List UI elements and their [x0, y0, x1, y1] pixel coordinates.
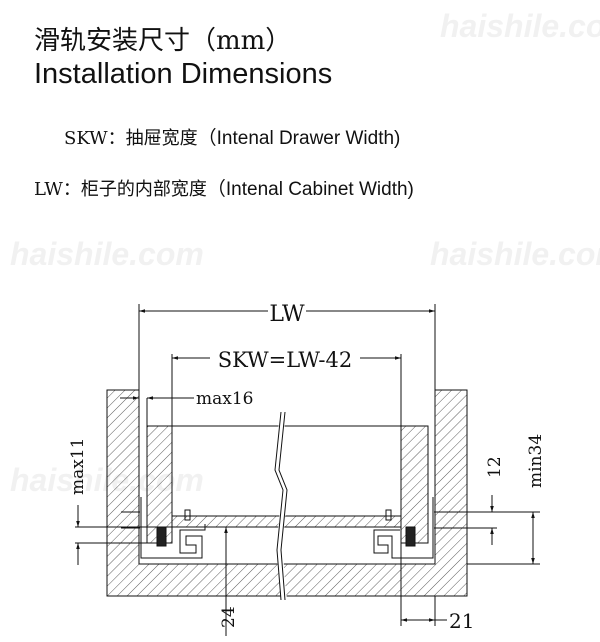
watermark: haishile.com — [430, 236, 600, 272]
definition-cn: 抽屉宽度 — [125, 128, 198, 149]
break-line — [273, 411, 289, 601]
watermark: haishile.com — [10, 236, 204, 272]
definition-lw: LW：柜子的内部宽度（Intenal Cabinet Width) — [34, 174, 414, 201]
drawer-bottom — [171, 515, 402, 528]
clip-left — [156, 526, 167, 547]
definition-code: LW： — [34, 179, 81, 200]
definition-cn: 柜子的内部宽度 — [80, 179, 207, 200]
clip-right — [405, 526, 416, 547]
definition-en: （Intenal Cabinet Width) — [206, 179, 414, 200]
drawer-left-side — [146, 425, 173, 544]
dim-min34: min34 — [526, 434, 546, 488]
definition-en: （Intenal Drawer Width) — [197, 128, 401, 149]
title-chinese: 滑轨安装尺寸（mm） — [34, 26, 292, 56]
dim-24: 24 — [219, 606, 239, 628]
rail-right — [373, 529, 434, 559]
dim-max11: max11 — [68, 438, 88, 495]
dim-max16: max16 — [196, 389, 253, 409]
dim-skw: SKW=LW-42 — [218, 348, 353, 372]
rail-left — [140, 524, 206, 559]
watermark: haishile.com — [440, 8, 600, 44]
dim-12: 12 — [485, 456, 505, 478]
title-english: Installation Dimensions — [34, 58, 333, 90]
dim-21: 21 — [449, 609, 474, 633]
definition-code: SKW： — [64, 128, 126, 149]
drawer-right-side — [400, 425, 429, 544]
dim-lw: LW — [269, 302, 305, 327]
definition-skw: SKW：抽屉宽度（Intenal Drawer Width) — [64, 123, 400, 150]
